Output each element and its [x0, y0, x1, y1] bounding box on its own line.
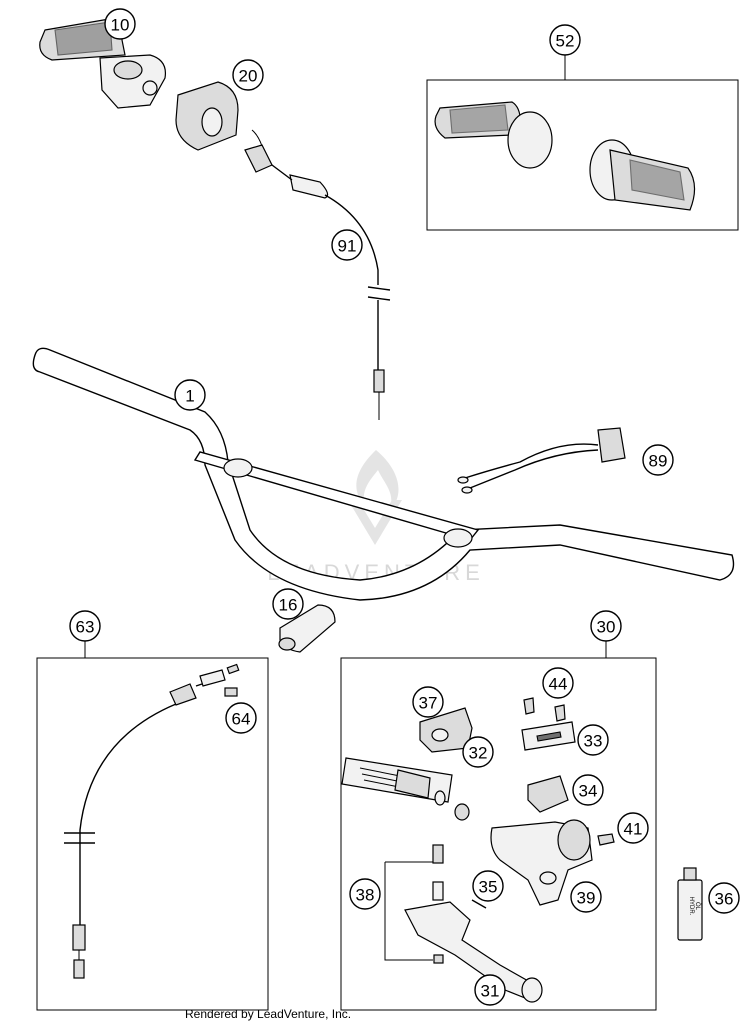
callout-30: 30 — [590, 610, 622, 642]
callout-91: 91 — [331, 229, 363, 261]
callout-36: 36 — [708, 882, 740, 914]
grip-set-box — [426, 79, 739, 231]
callout-41: 41 — [617, 812, 649, 844]
callout-16: 16 — [272, 588, 304, 620]
part-throttle-cable — [244, 129, 391, 420]
part-grip-set — [434, 101, 696, 211]
svg-text:36: 36 — [715, 890, 734, 909]
svg-text:33: 33 — [584, 732, 603, 751]
svg-text:1: 1 — [185, 387, 194, 406]
svg-text:38: 38 — [356, 886, 375, 905]
part-throttle-grip — [39, 17, 167, 109]
callout-31: 31 — [474, 974, 506, 1006]
hand-brake-box — [340, 657, 657, 1011]
part-reservoir-cover — [521, 721, 576, 751]
part-pivot-bolt — [384, 844, 444, 964]
part-oil-bottle: HYDR. ÖL — [677, 867, 703, 941]
callout-10: 10 — [104, 8, 136, 40]
svg-text:37: 37 — [419, 694, 438, 713]
clutch-cable-box — [36, 657, 269, 1011]
svg-text:31: 31 — [481, 982, 500, 1001]
svg-text:34: 34 — [579, 782, 598, 801]
part-kill-switch — [457, 427, 626, 494]
callout-39: 39 — [570, 881, 602, 913]
callout-38: 38 — [349, 878, 381, 910]
callout-63: 63 — [69, 610, 101, 642]
callout-35: 35 — [472, 870, 504, 902]
svg-text:16: 16 — [279, 596, 298, 615]
svg-text:41: 41 — [624, 820, 643, 839]
part-spring — [471, 899, 487, 909]
callout-33: 33 — [577, 724, 609, 756]
part-brake-lever — [404, 901, 543, 1003]
callout-44: 44 — [542, 667, 574, 699]
bottle-label-line2: ÖL — [694, 902, 701, 911]
part-throttle-cover — [175, 81, 239, 151]
callout-89: 89 — [642, 444, 674, 476]
svg-text:35: 35 — [479, 878, 498, 897]
svg-text:52: 52 — [556, 32, 575, 51]
svg-text:64: 64 — [232, 710, 251, 729]
svg-text:32: 32 — [469, 744, 488, 763]
part-nut — [224, 687, 238, 697]
callout-34: 34 — [572, 774, 604, 806]
callout-64: 64 — [225, 702, 257, 734]
svg-text:44: 44 — [549, 675, 568, 694]
part-screw-41 — [597, 833, 615, 846]
bottle-label-line1: HYDR. — [688, 897, 694, 916]
svg-text:39: 39 — [577, 889, 596, 908]
part-bracket — [527, 775, 569, 813]
part-master-cylinder — [490, 819, 593, 906]
part-screws — [523, 697, 566, 722]
callout-32: 32 — [462, 736, 494, 768]
part-cover-bracket — [419, 707, 473, 753]
callout-20: 20 — [232, 59, 264, 91]
svg-text:91: 91 — [338, 237, 357, 256]
callout-52: 52 — [549, 24, 581, 56]
watermark-logo-icon — [356, 450, 399, 510]
footer-credit: Rendered by LeadVenture, Inc. — [185, 1007, 351, 1021]
svg-text:20: 20 — [239, 67, 258, 86]
svg-text:89: 89 — [649, 452, 668, 471]
part-handlebar — [32, 347, 735, 601]
callout-1: 1 — [174, 379, 206, 411]
part-piston-kit — [341, 757, 470, 821]
part-clutch-cable — [64, 663, 240, 979]
svg-text:63: 63 — [76, 618, 95, 637]
callout-37: 37 — [412, 686, 444, 718]
svg-text:30: 30 — [597, 618, 616, 637]
leader-lines — [84, 53, 607, 658]
part-bar-end-plug — [278, 604, 336, 653]
svg-text:10: 10 — [111, 16, 130, 35]
